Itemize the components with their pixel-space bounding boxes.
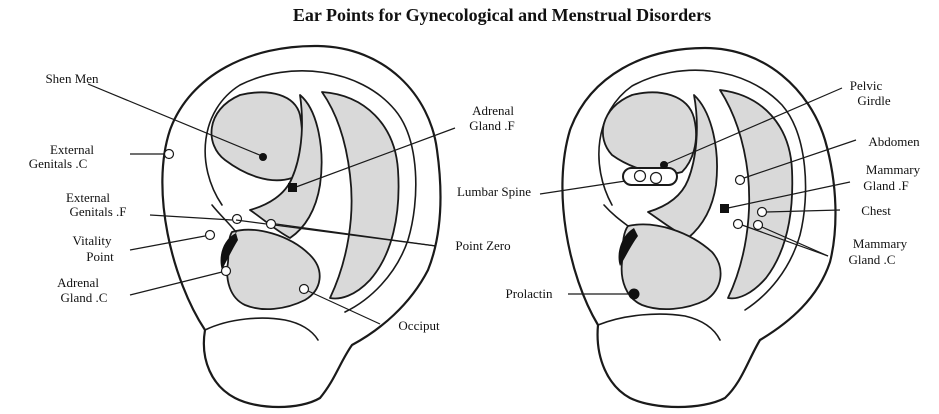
label-pelvic-girdle-line2: Girdle [857, 93, 890, 108]
right-ear-cymba [602, 91, 697, 175]
abdomen-point [734, 174, 746, 186]
external-genitals-f-point [231, 213, 243, 225]
label-prolactin: Prolactin [506, 286, 553, 301]
label-chest: Chest [861, 203, 891, 218]
mammary-gland-c-point-1 [752, 219, 764, 231]
left-ear-tragus [211, 204, 237, 233]
label-vitality-point-line1: Vitality [73, 233, 112, 248]
right-ear-outline [561, 46, 837, 409]
external-genitals-c-point [163, 148, 175, 160]
left-ear-outline [161, 44, 442, 409]
label-adrenal-gland-c-line1: Adrenal [57, 275, 99, 290]
left-ear-scapha [321, 91, 400, 300]
label-shen-men: Shen Men [45, 71, 99, 86]
label-external-genitals-c-line2: Genitals .C [29, 156, 88, 171]
right-ear-scapha [719, 89, 794, 300]
label-mammary-gland-f-line2: Gland .F [863, 178, 909, 193]
label-mammary-gland-f-line1: Mammary [866, 162, 921, 177]
right-ear-lobe-line [597, 313, 721, 341]
label-external-genitals-c-line1: External [50, 142, 94, 157]
label-external-genitals-f-line1: External [66, 190, 110, 205]
left-ear-canal [220, 233, 238, 270]
label-adrenal-gland-c-line2: Gland .C [61, 290, 108, 305]
label-occiput: Occiput [398, 318, 440, 333]
prolactin-point [628, 288, 640, 300]
mammary-gland-f-point [720, 204, 729, 213]
right-ear-canal [618, 228, 638, 266]
diagram-title: Ear Points for Gynecological and Menstru… [293, 5, 711, 25]
vitality-point [204, 229, 216, 241]
label-adrenal-gland-f-line1: Adrenal [472, 103, 514, 118]
point-zero [265, 218, 277, 230]
chest-point [756, 206, 768, 218]
occiput-point [298, 283, 310, 295]
shen-men-point [259, 153, 267, 161]
right-ear-antihelix [647, 94, 718, 239]
label-mammary-gland-c-line1: Mammary [853, 236, 908, 251]
left-ear-concha [226, 228, 321, 311]
pelvic-girdle-point [660, 161, 668, 169]
label-adrenal-gland-f-line2: Gland .F [469, 118, 515, 133]
lumbar-spine-segment [622, 167, 678, 186]
label-mammary-gland-c-line2: Gland .C [849, 252, 896, 267]
lumbar-spine-point-2 [649, 171, 663, 185]
left-ear-lobe-line [204, 317, 319, 341]
label-lumbar-spine: Lumbar Spine [457, 184, 531, 199]
mammary-gland-c-point-2 [732, 218, 744, 230]
left-ear-helix-rim [204, 70, 417, 313]
adrenal-gland-c-point [220, 265, 232, 277]
left-ear: Shen Men External Genitals .C External G… [29, 44, 515, 409]
label-vitality-point-line2: Point [86, 249, 114, 264]
adrenal-gland-f-point [288, 183, 297, 192]
lumbar-spine-point-1 [633, 169, 647, 183]
label-abdomen: Abdomen [868, 134, 920, 149]
left-ear-cymba [210, 91, 303, 182]
label-point-zero: Point Zero [455, 238, 510, 253]
right-ear: Pelvic Girdle Abdomen Mammary Gland .F C… [457, 46, 921, 409]
right-ear-tragus [603, 204, 629, 227]
label-external-genitals-f-line2: Genitals .F [69, 204, 126, 219]
label-pelvic-girdle-line1: Pelvic [850, 78, 883, 93]
